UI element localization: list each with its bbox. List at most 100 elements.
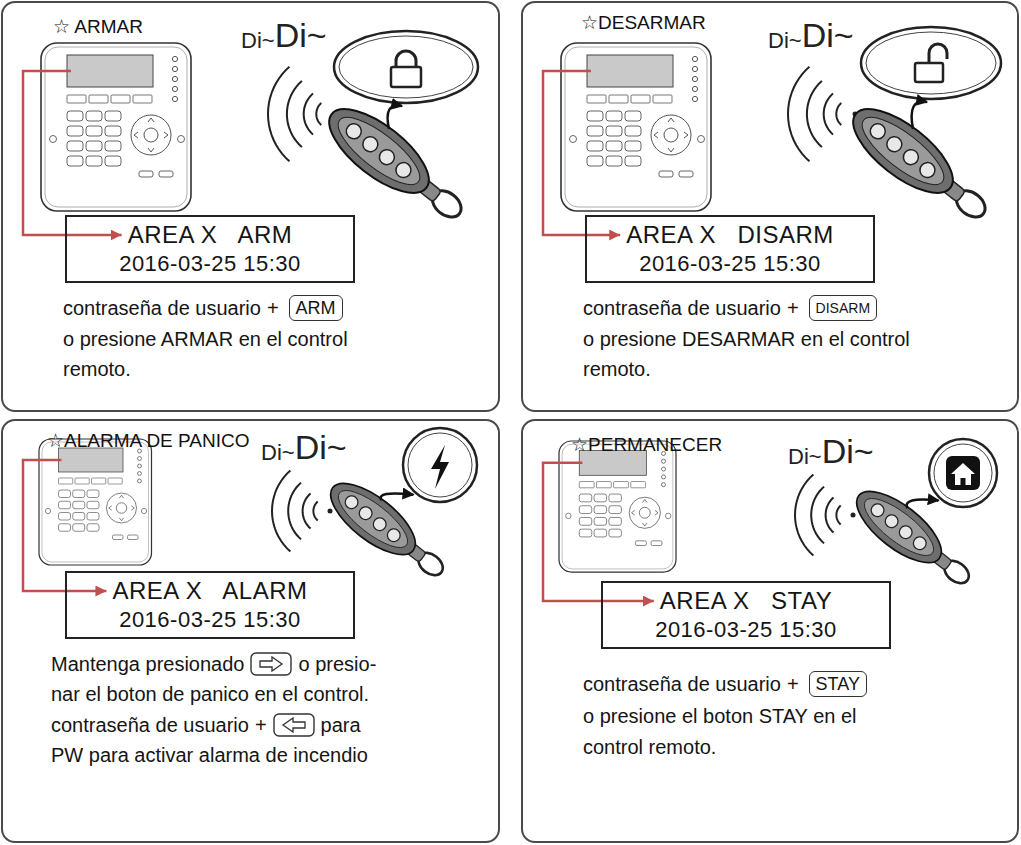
caption-row: contraseña de usuario+ STAY: [583, 671, 867, 697]
panel-box: ☆DESARMAR Di~Di~ AREA X DISARM2016-03-25 1…: [521, 1, 1019, 412]
caption-row: Mantenga presionado o presio-: [51, 651, 376, 677]
display-text: AREA X DISARM: [626, 220, 834, 250]
caption-row: remoto.: [583, 356, 651, 382]
caption-text: para: [321, 712, 361, 738]
panel-title: ☆DESARMAR: [581, 11, 706, 34]
display-text: AREA X ALARM: [112, 576, 307, 606]
caption-text: +: [787, 671, 799, 697]
display-text: AREA X ARM: [128, 220, 293, 250]
key-text: DISARM: [816, 297, 870, 319]
sound-group: Di~Di~: [768, 15, 854, 55]
caption-text: contraseña de usuario: [51, 712, 249, 738]
signal-arrow: [912, 102, 927, 129]
icon-bubble: [334, 31, 478, 103]
sound-text: Di~: [802, 15, 854, 55]
icon-bubble: [929, 439, 997, 507]
leader-arrow: [23, 71, 122, 235]
arrow-key-icon: [250, 652, 292, 676]
caption-text: control remoto.: [583, 734, 716, 760]
arrow-key: [273, 713, 315, 737]
keypad-illustration: [561, 43, 711, 211]
caption-text: +: [787, 295, 799, 321]
caption-row: contraseña de usuario+ ARM: [63, 295, 343, 321]
signal-waves: [272, 470, 333, 551]
panel-art: [543, 439, 997, 601]
key-button: DISARM: [809, 295, 877, 321]
keypad-illustration: [41, 43, 191, 211]
icon-bubble: [403, 428, 477, 502]
display-box: AREA X DISARM2016-03-25 15:30: [585, 215, 875, 283]
caption-text: contraseña de usuario: [583, 671, 781, 697]
sound-text: Di~: [788, 443, 822, 471]
caption-text: PW para activar alarma de incendio: [51, 742, 368, 768]
display-box: AREA X ALARM2016-03-25 15:30: [65, 571, 355, 639]
caption-text: Mantenga presionado: [51, 651, 244, 677]
signal-waves: [788, 67, 858, 162]
key-button: STAY: [809, 671, 867, 697]
display-text: 2016-03-25 15:30: [119, 606, 301, 634]
remote-control: [840, 94, 998, 233]
keypad-illustration: [39, 439, 152, 565]
keypad-illustration: [559, 441, 676, 572]
caption-row: contraseña de usuario+ DISARM: [583, 295, 877, 321]
panel-art: [23, 428, 477, 591]
display-text: AREA X STAY: [660, 586, 832, 616]
display-text: 2016-03-25 15:30: [655, 616, 837, 644]
caption-row: o presione DESARMAR en el control: [583, 326, 910, 352]
display-text: 2016-03-25 15:30: [119, 250, 301, 278]
caption-text: o presione DESARMAR en el control: [583, 326, 910, 352]
panel-box: ☆ALARMA DE PANICO Di~Di~ AREA X ALARM2016-…: [1, 419, 500, 843]
sound-text: Di~: [261, 439, 295, 467]
caption-row: PW para activar alarma de incendio: [51, 742, 368, 768]
signal-arrow: [907, 499, 939, 508]
sound-text: Di~: [241, 27, 275, 55]
signal-arrow: [388, 105, 402, 129]
caption-text: o presione el boton STAY en el: [583, 703, 857, 729]
arrow-key-icon: [273, 713, 315, 737]
caption-text: contraseña de usuario: [583, 295, 781, 321]
icon-bubble: [861, 27, 1001, 99]
signal-waves: [795, 474, 856, 555]
sound-group: Di~Di~: [788, 431, 874, 471]
display-text: 2016-03-25 15:30: [639, 250, 821, 278]
caption-text: +: [255, 712, 267, 738]
key-text: STAY: [816, 673, 860, 695]
display-box: AREA X STAY2016-03-25 15:30: [601, 581, 891, 649]
caption-text: remoto.: [63, 356, 131, 382]
arrow-key: [250, 652, 292, 676]
signal-waves: [268, 67, 338, 162]
caption-text: contraseña de usuario: [63, 295, 261, 321]
sound-text: Di~: [295, 427, 347, 467]
caption-row: control remoto.: [583, 734, 716, 760]
caption-row: nar el boton de panico en el control.: [51, 681, 369, 707]
key-button: ARM: [289, 295, 343, 321]
caption-text: +: [267, 295, 279, 321]
caption-text: o presione ARMAR en el control: [63, 326, 348, 352]
panel-box: ☆ ARMAR Di~Di~ AREA X ARM2016-03-25 15:30 c…: [1, 1, 500, 412]
caption-text: nar el boton de panico en el control.: [51, 681, 369, 707]
sound-text: Di~: [822, 431, 874, 471]
caption-text: o presio-: [298, 651, 376, 677]
caption-row: remoto.: [63, 356, 131, 382]
caption-text: remoto.: [583, 356, 651, 382]
caption-row: o presione ARMAR en el control: [63, 326, 348, 352]
panel-title: ☆ALARMA DE PANICO: [47, 429, 250, 452]
remote-control: [316, 94, 474, 233]
panel-box: ☆PERMANECER Di~Di~ AREA X STAY2016-03-25 1…: [521, 419, 1019, 843]
sound-group: Di~Di~: [261, 427, 347, 467]
panel-art: [543, 27, 1001, 235]
display-box: AREA X ARM2016-03-25 15:30: [65, 215, 355, 283]
panel-title: ☆ ARMAR: [53, 15, 143, 38]
caption-row: contraseña de usuario+ para: [51, 712, 361, 738]
sound-group: Di~Di~: [241, 15, 327, 55]
key-text: ARM: [296, 297, 336, 319]
sound-text: Di~: [768, 27, 802, 55]
panel-title: ☆PERMANECER: [571, 433, 722, 456]
leader-arrow: [543, 71, 620, 235]
sound-text: Di~: [275, 15, 327, 55]
panel-art: [23, 31, 478, 235]
caption-row: o presione el boton STAY en el: [583, 703, 857, 729]
signal-arrow: [381, 493, 414, 500]
